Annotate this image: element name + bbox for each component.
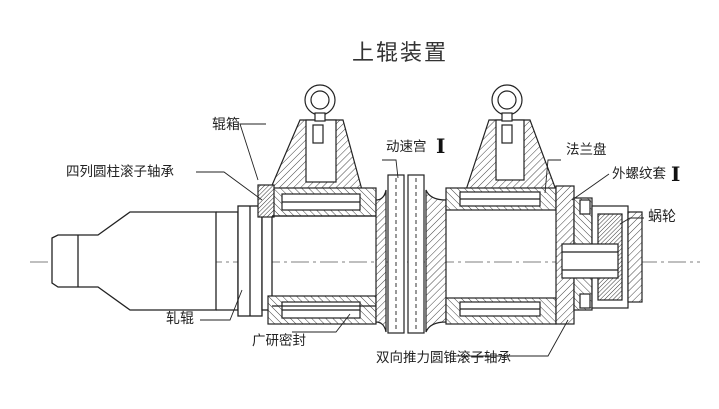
label-flange-plate: 法兰盘 <box>566 141 607 158</box>
right-end-assembly <box>555 185 643 325</box>
label-coupling-mark: I <box>436 134 445 158</box>
label-thrust-bearing: 双向推力圆锥滚子轴承 <box>376 349 511 366</box>
label-outer-thread-mark: I <box>671 162 680 186</box>
label-coupling: 动速宫 <box>386 139 427 155</box>
drawing-title: 上辊装置 <box>352 41 448 66</box>
label-worm-wheel: 蜗轮 <box>648 209 676 225</box>
label-roll: 轧辊 <box>166 311 194 327</box>
label-roller-box: 辊箱 <box>212 117 240 133</box>
roll-body <box>51 205 273 317</box>
right-bearing-box <box>445 84 557 325</box>
coupling <box>375 174 447 334</box>
left-bearing-box <box>257 84 377 325</box>
leader-lines <box>196 123 644 357</box>
callout-labels: 辊箱 四列圆柱滚子轴承 动速宫 I 法兰盘 外螺纹套 I 蜗轮 轧辊 广研密封 … <box>66 117 680 366</box>
label-four-row-bearing: 四列圆柱滚子轴承 <box>66 163 174 180</box>
label-outer-thread-sleeve: 外螺纹套 <box>612 166 666 182</box>
label-seal: 广研密封 <box>252 332 306 349</box>
